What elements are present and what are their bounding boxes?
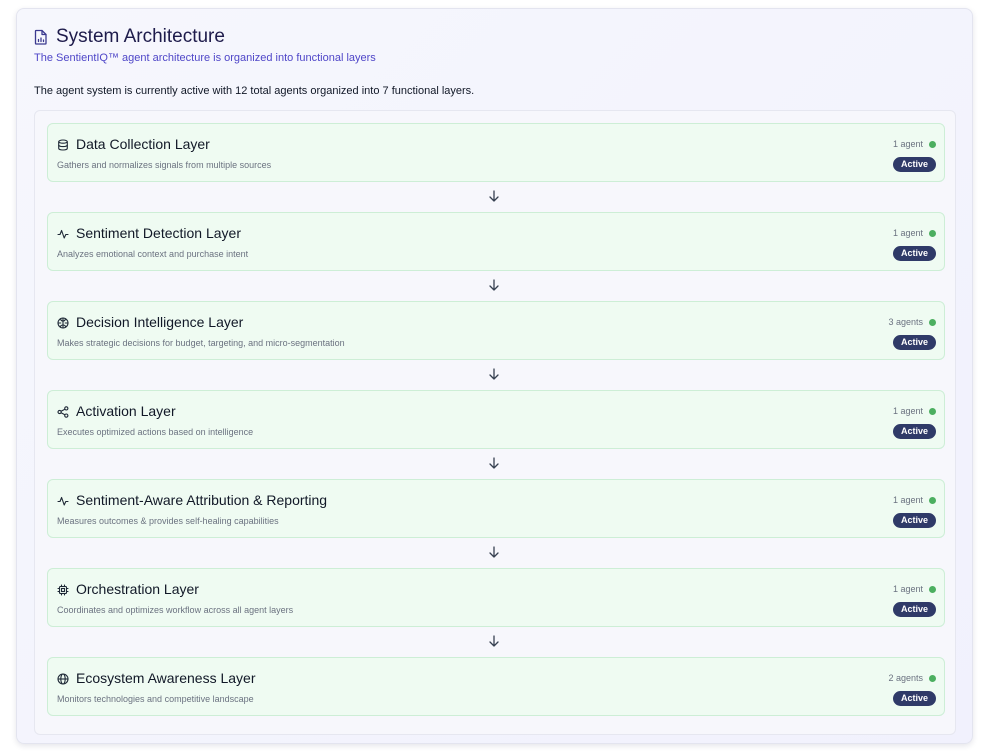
agent-count-text: 1 agent xyxy=(892,495,923,505)
layer-card-attribution-reporting[interactable]: Sentiment-Aware Attribution & Reporting … xyxy=(47,479,945,538)
layer-title: Decision Intelligence Layer xyxy=(76,314,244,330)
layer-description: Makes strategic decisions for budget, ta… xyxy=(57,338,345,348)
agent-count: 1 agent xyxy=(893,405,936,417)
activity-icon xyxy=(57,228,69,240)
database-icon xyxy=(57,138,69,151)
page-title: System Architecture xyxy=(56,26,225,47)
document-chart-icon xyxy=(34,29,48,45)
arrow-down-icon xyxy=(489,546,499,558)
layer-description: Analyzes emotional context and purchase … xyxy=(57,249,249,259)
agent-count-text: 1 agent xyxy=(892,139,923,149)
layer-card-decision-intelligence[interactable]: Decision Intelligence Layer Makes strate… xyxy=(47,301,945,360)
agent-count: 1 agent xyxy=(893,138,936,150)
agent-count-text: 1 agent xyxy=(892,406,923,416)
agent-count: 1 agent xyxy=(893,494,936,506)
status-badge: Active xyxy=(893,691,936,706)
arrow-down-icon xyxy=(489,635,499,647)
arrow-down-icon xyxy=(489,279,499,291)
agent-count: 1 agent xyxy=(893,583,936,595)
layer-card-activation[interactable]: Activation Layer Executes optimized acti… xyxy=(47,390,945,449)
layer-card-orchestration[interactable]: Orchestration Layer Coordinates and opti… xyxy=(47,568,945,627)
agent-count: 3 agents xyxy=(888,316,936,328)
status-dot-icon xyxy=(929,496,936,504)
status-dot-icon xyxy=(929,407,936,415)
layer-description: Executes optimized actions based on inte… xyxy=(57,427,254,437)
globe-icon xyxy=(57,672,69,685)
layer-card-data-collection[interactable]: Data Collection Layer Gathers and normal… xyxy=(47,123,945,182)
arrow-down-icon xyxy=(489,457,499,469)
cpu-icon xyxy=(57,583,69,596)
status-dot-icon xyxy=(929,229,936,237)
page-subtitle: The SentientIQ™ agent architecture is or… xyxy=(34,52,376,64)
layer-title: Data Collection Layer xyxy=(76,136,210,152)
status-badge: Active xyxy=(893,246,936,261)
status-badge: Active xyxy=(893,602,936,617)
layer-title: Activation Layer xyxy=(76,403,176,419)
architecture-card: System Architecture The SentientIQ™ agen… xyxy=(16,8,973,744)
status-badge: Active xyxy=(893,157,936,172)
card-header: System Architecture xyxy=(34,24,225,50)
layer-description: Measures outcomes & provides self-healin… xyxy=(57,516,279,526)
arrow-down-icon xyxy=(489,368,499,380)
layer-title: Sentiment Detection Layer xyxy=(76,225,241,241)
agent-count-text: 1 agent xyxy=(892,228,923,238)
agent-count-text: 2 agents xyxy=(888,673,923,683)
agent-count: 1 agent xyxy=(893,227,936,239)
agent-count-text: 1 agent xyxy=(892,584,923,594)
activity-icon xyxy=(57,495,69,507)
status-dot-icon xyxy=(929,585,936,593)
layer-description: Coordinates and optimizes workflow acros… xyxy=(57,605,294,615)
agent-count-text: 3 agents xyxy=(888,317,923,327)
arrow-down-icon xyxy=(489,190,499,202)
layer-title: Orchestration Layer xyxy=(76,581,199,597)
agent-count: 2 agents xyxy=(888,672,936,684)
status-badge: Active xyxy=(893,513,936,528)
status-dot-icon xyxy=(929,318,936,326)
system-summary: The agent system is currently active wit… xyxy=(34,85,475,97)
brain-icon xyxy=(57,316,69,329)
layer-description: Monitors technologies and competitive la… xyxy=(57,694,254,704)
layers-panel: Data Collection Layer Gathers and normal… xyxy=(34,110,956,735)
layer-card-sentiment-detection[interactable]: Sentiment Detection Layer Analyzes emoti… xyxy=(47,212,945,271)
layer-description: Gathers and normalizes signals from mult… xyxy=(57,160,272,170)
layer-card-ecosystem-awareness[interactable]: Ecosystem Awareness Layer Monitors techn… xyxy=(47,657,945,716)
layer-title: Ecosystem Awareness Layer xyxy=(76,670,256,686)
status-dot-icon xyxy=(929,140,936,148)
status-badge: Active xyxy=(893,335,936,350)
share-icon xyxy=(57,405,69,418)
status-badge: Active xyxy=(893,424,936,439)
layer-title: Sentiment-Aware Attribution & Reporting xyxy=(76,492,328,508)
status-dot-icon xyxy=(929,674,936,682)
